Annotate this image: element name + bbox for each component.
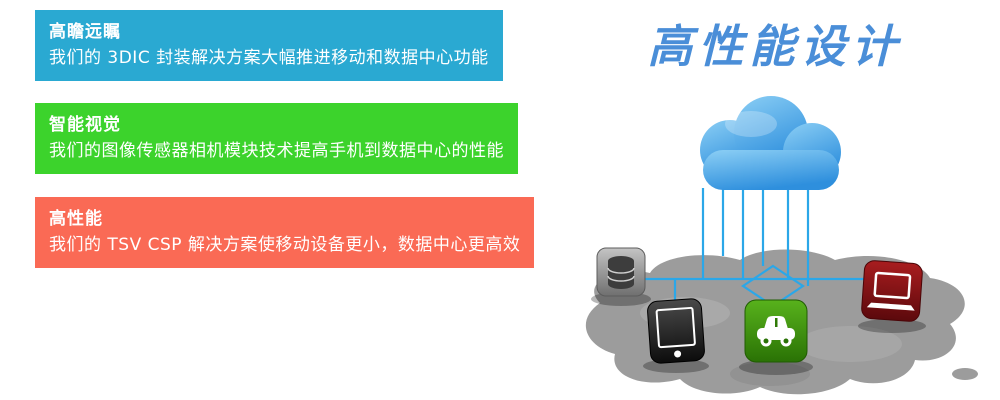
- laptop-icon: [861, 260, 923, 322]
- icon-shadows: [591, 292, 926, 375]
- banner-performance-title: 高性能: [49, 209, 103, 229]
- banner-performance: 高性能 我们的 TSV CSP 解决方案使移动设备更小，数据中心更高效: [35, 197, 535, 268]
- car-icon: [744, 299, 808, 363]
- banner-smart-vision-title: 智能视觉: [49, 115, 121, 135]
- banner-performance-description: 我们的 TSV CSP 解决方案使移动设备更小，数据中心更高效: [49, 235, 521, 256]
- database-icon: [596, 247, 646, 297]
- banner-vision-title: 高瞻远瞩: [49, 22, 121, 42]
- cloud-devices-illustration: [585, 96, 978, 395]
- banner-vision: 高瞻远瞩 我们的 3DIC 封装解决方案大幅推进移动和数据中心功能: [35, 10, 503, 81]
- banner-smart-vision-description: 我们的图像传感器相机模块技术提高手机到数据中心的性能: [49, 141, 504, 162]
- banner-smart-vision: 智能视觉 我们的图像传感器相机模块技术提高手机到数据中心的性能: [35, 103, 518, 174]
- cloud-icon: [700, 96, 841, 190]
- tablet-icon: [647, 298, 705, 364]
- headline: 高性能设计: [647, 20, 903, 73]
- banner-vision-description: 我们的 3DIC 封装解决方案大幅推进移动和数据中心功能: [49, 48, 489, 69]
